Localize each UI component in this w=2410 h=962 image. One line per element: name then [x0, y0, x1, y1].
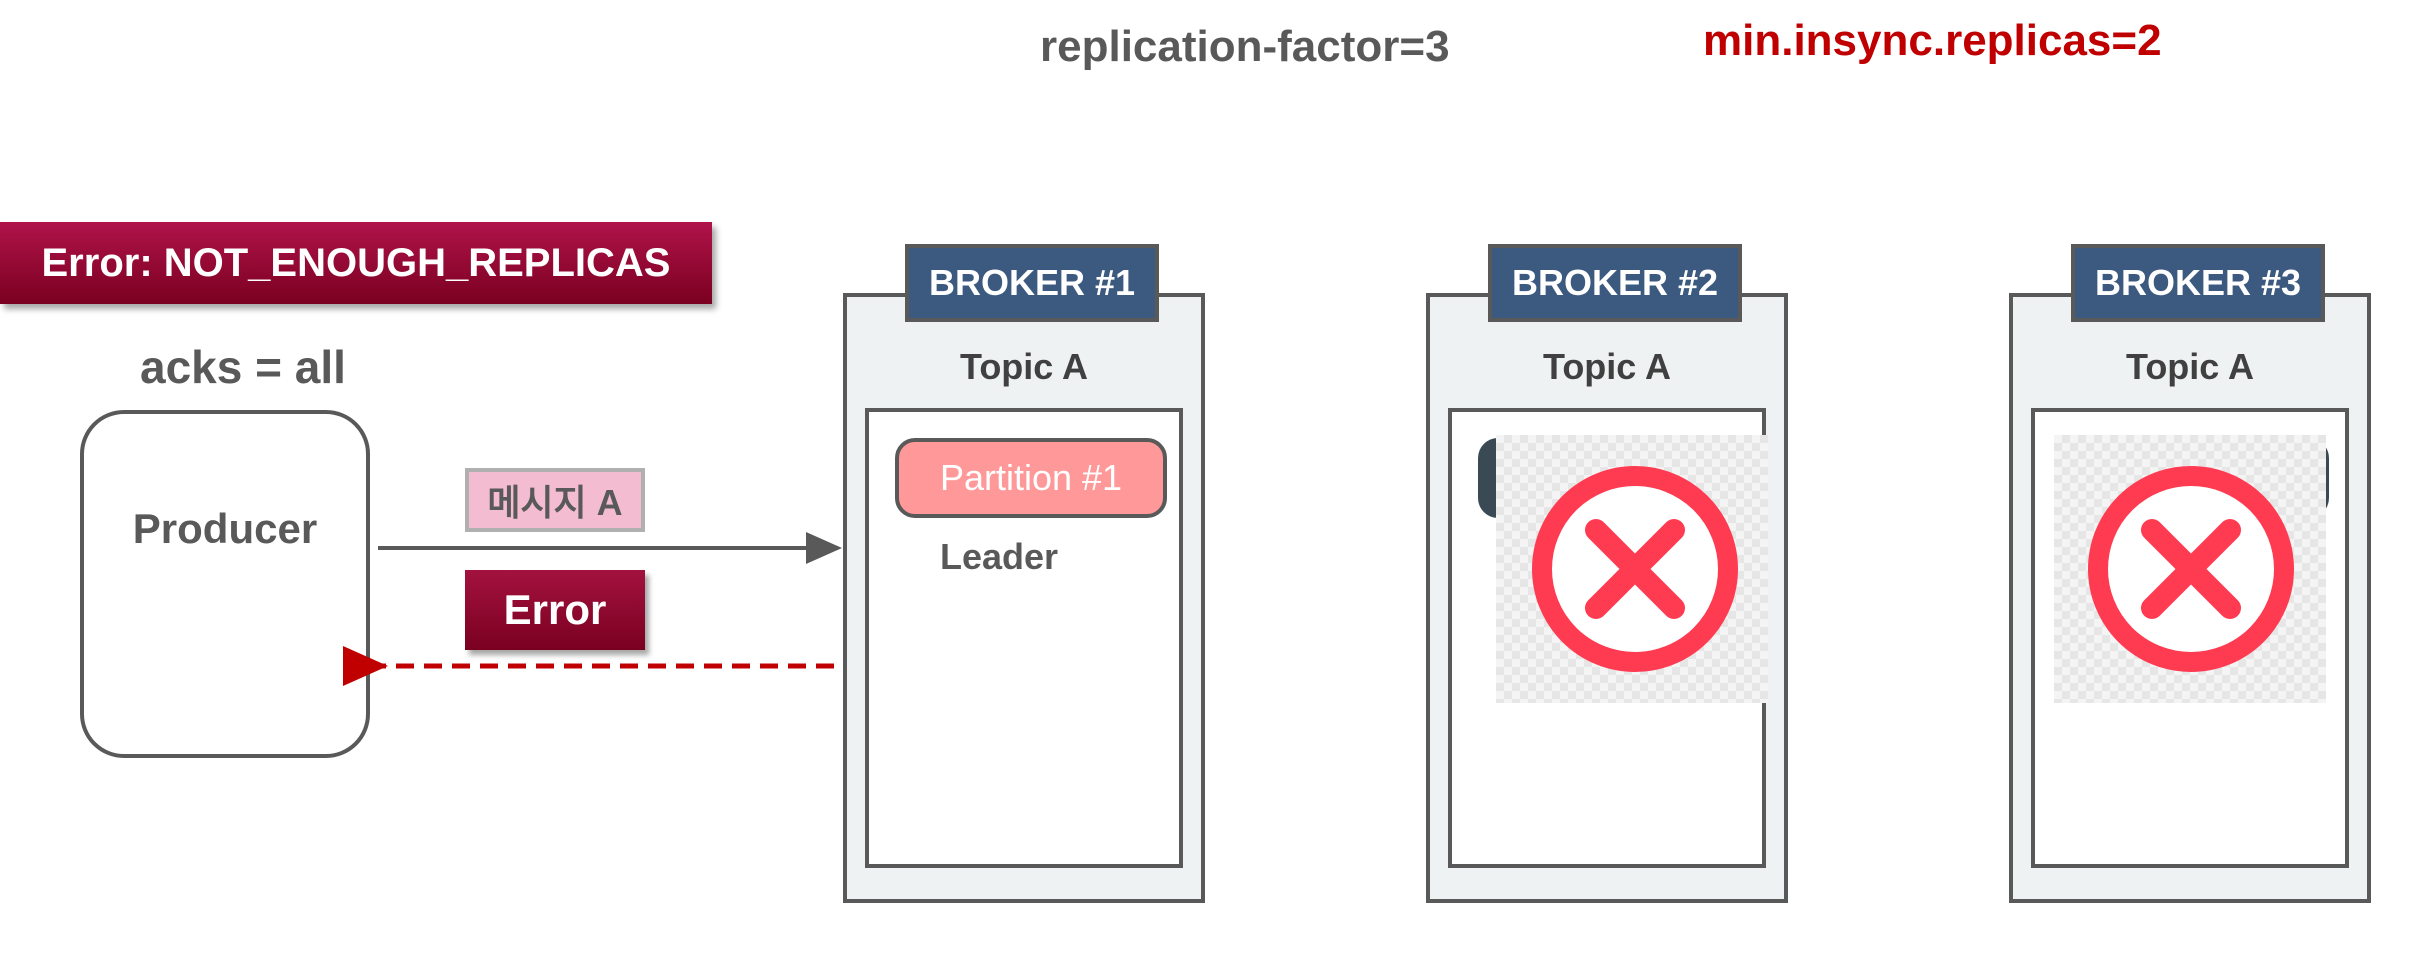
acks-label: acks = all [140, 341, 346, 393]
broker-3-topic-label: Topic A [2126, 346, 2254, 387]
broker-2-topic-label: Topic A [1543, 346, 1671, 387]
error-response-chip: Error [465, 570, 645, 650]
broker-3-failure-icon [2088, 466, 2294, 672]
error-banner: Error: NOT_ENOUGH_REPLICAS [0, 222, 712, 304]
replication-factor-label: replication-factor=3 [1040, 22, 1450, 71]
broker-1-topic-label: Topic A [960, 346, 1088, 387]
producer-box [80, 410, 370, 758]
producer-label: Producer [132, 505, 318, 552]
min-insync-replicas-label: min.insync.replicas=2 [1703, 16, 2162, 65]
broker-1-badge: BROKER #1 [905, 244, 1159, 322]
broker-3-badge: BROKER #3 [2071, 244, 2325, 322]
broker-1-leader-label: Leader [940, 536, 1059, 577]
broker-1-partition: Partition #1 [895, 438, 1167, 518]
broker-2-failure-icon [1532, 466, 1738, 672]
message-chip: 메시지 A [465, 468, 645, 532]
broker-2-badge: BROKER #2 [1488, 244, 1742, 322]
